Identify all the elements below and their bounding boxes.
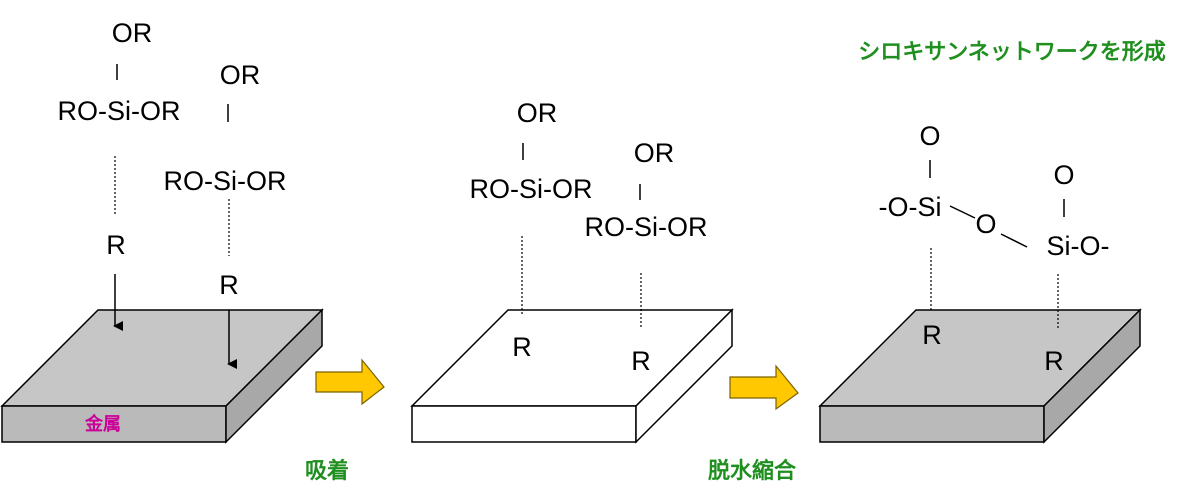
r-group-label: R bbox=[512, 332, 532, 362]
silane-molecule-b: OR RO-Si-OR R bbox=[585, 138, 708, 376]
bond-line bbox=[1000, 233, 1028, 248]
bond-line bbox=[949, 205, 976, 219]
or-label: OR bbox=[634, 138, 675, 168]
or-label: OR bbox=[517, 98, 558, 128]
r-group-label: R bbox=[1044, 346, 1064, 376]
r-group-label: R bbox=[631, 346, 651, 376]
metal-plate-front bbox=[819, 405, 1045, 443]
panel-adsorbed: OR RO-Si-OR R OR RO-Si-OR R bbox=[410, 98, 734, 444]
silane-formula: RO-Si-OR bbox=[585, 212, 708, 242]
or-label: OR bbox=[220, 60, 261, 90]
r-group-label: R bbox=[922, 320, 942, 350]
or-label: OR bbox=[112, 18, 153, 48]
oxygen-label: O bbox=[1053, 160, 1074, 190]
white-plate-side bbox=[635, 308, 733, 444]
siloxane-network: O -O-Si O O Si-O- R R bbox=[879, 121, 1110, 376]
oxygen-label: O bbox=[919, 121, 940, 151]
right-arrow-icon bbox=[729, 364, 799, 411]
panel-metal-surface: 金属 OR RO-Si-OR R OR RO-Si-OR R bbox=[0, 18, 324, 444]
silicon-right-label: Si-O- bbox=[1047, 231, 1110, 261]
silicon-left-label: -O-Si bbox=[879, 192, 942, 222]
metal-plate bbox=[0, 308, 324, 444]
silane-molecule-a: OR RO-Si-OR R bbox=[470, 98, 593, 362]
step-arrow-condensation: 脱水縮合 bbox=[708, 364, 799, 484]
r-group-label: R bbox=[219, 270, 239, 300]
network-title: シロキサンネットワークを形成 bbox=[858, 40, 1166, 65]
silane-formula: RO-Si-OR bbox=[470, 174, 593, 204]
silane-molecule-a: OR RO-Si-OR R bbox=[58, 18, 181, 331]
white-plate bbox=[410, 308, 734, 444]
r-group-label: R bbox=[106, 230, 126, 260]
silane-formula: RO-Si-OR bbox=[58, 96, 181, 126]
metal-plate-side bbox=[1043, 308, 1141, 444]
silane-formula: RO-Si-OR bbox=[164, 166, 287, 196]
white-plate-front bbox=[411, 405, 637, 443]
step-arrow-adsorption: 吸着 bbox=[305, 358, 385, 484]
step-label-adsorption: 吸着 bbox=[305, 458, 349, 484]
panel-siloxane-network: シロキサンネットワークを形成 O -O-Si O O Si-O- R R bbox=[818, 40, 1166, 444]
bridge-oxygen-label: O bbox=[975, 209, 996, 239]
metal-plate bbox=[818, 308, 1142, 444]
silane-molecule-b: OR RO-Si-OR R bbox=[164, 60, 287, 369]
metal-plate-side bbox=[225, 308, 323, 444]
step-label-condensation: 脱水縮合 bbox=[708, 458, 797, 484]
metal-label: 金属 bbox=[84, 413, 121, 435]
right-arrow-icon bbox=[315, 358, 385, 406]
